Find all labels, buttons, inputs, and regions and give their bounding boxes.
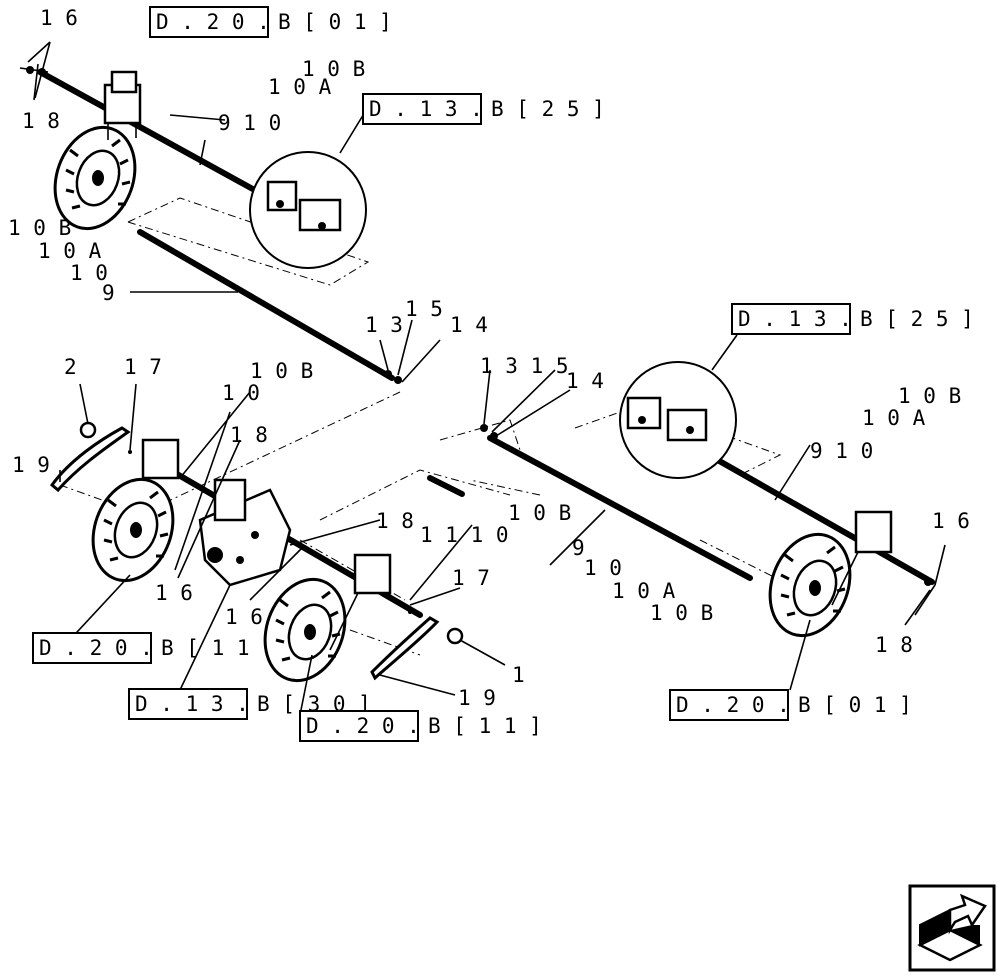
svg-text:B [ 2 5 ]: B [ 2 5 ]	[491, 97, 605, 121]
svg-text:D . 2 0 .: D . 2 0 .	[306, 714, 420, 738]
drive-chain-right	[370, 616, 440, 681]
center-drive-assembly	[49, 421, 465, 683]
next-page-button[interactable]	[908, 884, 996, 972]
reference-d20-b11-left: D . 2 0 . B [ 1 1	[32, 632, 250, 664]
callout-9-right: 9	[572, 536, 585, 560]
top-left-wheel	[53, 125, 137, 231]
callout-19-lower: 1 9	[458, 686, 496, 710]
reference-d13-b25-top: D . 1 3 . B [ 2 5 ]	[362, 93, 605, 125]
callout-10b-right-low: 1 0 B	[650, 601, 713, 625]
callout-13-mid: 1 3	[365, 313, 403, 337]
drive-chain-left	[49, 426, 131, 493]
callout-10-left: 1 0	[70, 261, 108, 285]
callout-14-right: 1 4	[566, 369, 604, 393]
reference-d20-b01-right: D . 2 0 . B [ 0 1 ]	[669, 689, 912, 721]
svg-text:B [ 1 1 ]: B [ 1 1 ]	[428, 714, 542, 738]
callout-10a-right: 1 0 A	[612, 579, 676, 603]
callout-17-upper: 1 7	[124, 355, 162, 379]
callout-18-right: 1 8	[875, 633, 913, 657]
callout-10b-center: 1 0 B	[250, 359, 313, 383]
top-left-axle-assembly	[19, 66, 402, 384]
callout-9-10-right: 9 1 0	[810, 439, 873, 463]
callout-10b-top: 1 0 B	[302, 57, 365, 81]
svg-text:D . 1 3 .: D . 1 3 .	[135, 692, 249, 716]
axle-clips-right	[480, 424, 498, 440]
reference-d13-b30: D . 1 3 . B [ 3 0 ]	[128, 688, 371, 720]
svg-text:B [ 0 1 ]: B [ 0 1 ]	[278, 10, 392, 34]
callout-18-lower: 1 8	[376, 509, 414, 533]
callout-16-center: 1 6	[155, 581, 193, 605]
top-left-bracket	[103, 70, 142, 140]
center-brackets	[141, 438, 392, 651]
svg-text:D . 2 0 .: D . 2 0 .	[39, 636, 153, 660]
right-hardware-16	[914, 544, 946, 616]
detail-circle-right	[619, 334, 738, 479]
callout-10a-top: 1 0 A	[268, 75, 332, 99]
axle-clips-left	[384, 370, 402, 384]
callout-9-10-top: 9 1 0	[218, 111, 281, 135]
callout-17-lower: 1 7	[452, 566, 490, 590]
svg-text:D . 2 0 .: D . 2 0 .	[156, 10, 270, 34]
svg-text:B [ 0 1 ]: B [ 0 1 ]	[798, 693, 912, 717]
callout-11-10: 1 1 1 0	[420, 523, 509, 547]
reference-d13-b25-right: D . 1 3 . B [ 2 5 ]	[731, 303, 974, 335]
reference-d20-b01-top: D . 2 0 . B [ 0 1 ]	[149, 6, 392, 38]
callout-9-left: 9	[102, 281, 115, 305]
center-right-wheel	[263, 577, 347, 683]
callout-10a-left: 1 0 A	[38, 239, 102, 263]
callouts: 1 6 1 8 1 0 B 1 0 A 9 1 0 1 0 B 1 0 A 1 …	[8, 6, 970, 710]
callout-18-center: 1 8	[230, 423, 268, 447]
detail-circle-top	[249, 111, 367, 269]
callout-10b-right-mid: 1 0 B	[508, 501, 571, 525]
callout-15-mid: 1 5	[405, 297, 443, 321]
reference-labels: D . 2 0 . B [ 0 1 ] D . 1 3 . B [ 2 5 ] …	[32, 6, 974, 742]
leader-lines	[27, 41, 931, 716]
callout-16-lower: 1 6	[225, 605, 263, 629]
callout-18-top: 1 8	[22, 109, 60, 133]
callout-10a-right-top: 1 0 A	[862, 406, 926, 430]
callout-10b-left: 1 0 B	[8, 216, 71, 240]
top-left-hardware-16	[19, 66, 49, 76]
callout-10-center: 1 0	[222, 381, 260, 405]
svg-text:B [ 2 5 ]: B [ 2 5 ]	[860, 307, 974, 331]
callout-16-right: 1 6	[932, 509, 970, 533]
svg-text:D . 1 3 .: D . 1 3 .	[738, 307, 852, 331]
center-left-wheel	[91, 477, 175, 583]
next-page-arrow-icon	[917, 893, 987, 962]
gearbox	[198, 478, 292, 587]
callout-16-top: 1 6	[40, 6, 78, 30]
right-axle-assembly	[480, 334, 946, 638]
svg-text:D . 2 0 .: D . 2 0 .	[676, 693, 790, 717]
callout-10b-right-top: 1 0 B	[898, 384, 961, 408]
callout-1: 1	[512, 663, 525, 687]
svg-text:D . 1 3 .: D . 1 3 .	[369, 97, 483, 121]
callout-13-15-right: 1 3 1 5	[480, 354, 569, 378]
callout-19-upper: 1 9	[12, 453, 50, 477]
right-bracket	[831, 510, 893, 606]
callout-10-right: 1 0	[584, 556, 622, 580]
reference-d20-b11-bottom: D . 2 0 . B [ 1 1 ]	[299, 710, 542, 742]
right-wheel	[768, 532, 852, 638]
svg-text:B [ 1 1: B [ 1 1	[161, 636, 250, 660]
callout-14-mid: 1 4	[450, 313, 488, 337]
callout-2: 2	[64, 355, 77, 379]
